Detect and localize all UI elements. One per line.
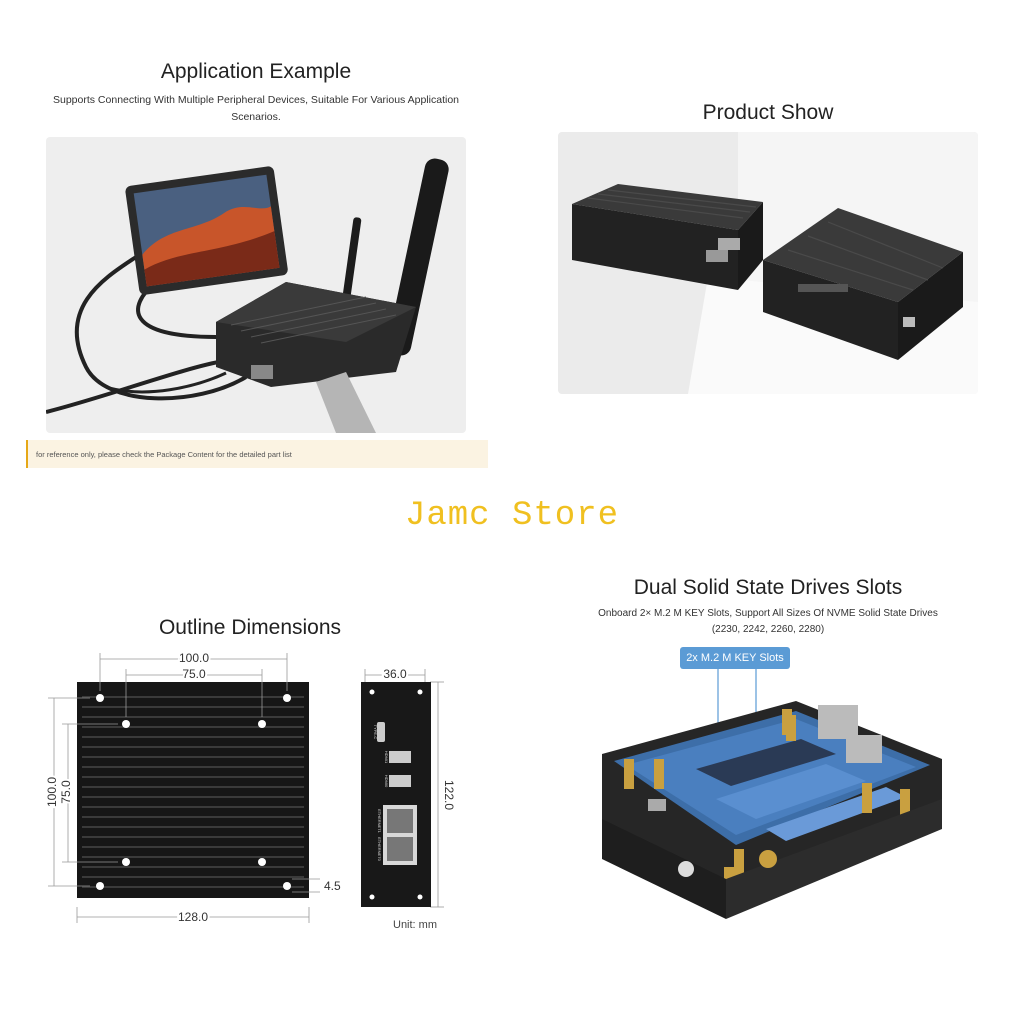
dim-height-outer: 100.0	[45, 777, 59, 807]
ssd-callout: 2x M.2 M KEY Slots	[680, 647, 790, 669]
product-show-photo	[558, 132, 978, 394]
app-example-photo	[46, 137, 466, 433]
app-example-note-bar: for reference only, please check the Pac…	[26, 440, 488, 468]
ssd-photo	[602, 669, 942, 919]
app-example-subtitle: Supports Connecting With Multiple Periph…	[16, 92, 496, 126]
port-label-hdmi0: HDMI0	[384, 775, 389, 788]
ssd-subtitle-line1: Onboard 2× M.2 M KEY Slots, Support All …	[598, 608, 938, 619]
product-show-title: Product Show	[702, 101, 834, 124]
port-label-ethernet0: ETHERNET0	[377, 837, 382, 862]
dim-side-width: 36.0	[383, 667, 407, 681]
dim-height-inner: 75.0	[59, 780, 73, 804]
app-example-subtitle-line2: Scenarios.	[231, 111, 281, 123]
dim-width-inner: 75.0	[182, 667, 206, 681]
app-example-subtitle-line1: Supports Connecting With Multiple Periph…	[52, 94, 459, 106]
dim-length: 128.0	[178, 910, 208, 924]
outline-title: Outline Dimensions	[158, 616, 342, 639]
ssd-subtitle-line2: (2230, 2242, 2260, 2280)	[711, 624, 825, 635]
ssd-subtitle: Onboard 2× M.2 M KEY Slots, Support All …	[548, 606, 988, 638]
ssd-title: Dual Solid State Drives Slots	[633, 576, 903, 599]
port-label-typec: TYPE-C	[373, 725, 378, 740]
dim-side-height: 122.0	[442, 780, 456, 810]
store-watermark: Jamc Store	[404, 497, 620, 535]
ssd-callout-label: 2x M.2 M KEY Slots	[686, 652, 784, 664]
app-example-title: Application Example	[160, 60, 352, 83]
outline-drawing: 100.0 75.0 100.0 75.0 128.0 4.5 36.0 122…	[43, 649, 458, 931]
dim-width-outer: 100.0	[179, 651, 209, 665]
app-example-note: for reference only, please check the Pac…	[36, 450, 292, 459]
unit-label: Unit: mm	[393, 919, 437, 931]
port-label-hdmi1: HDMI1	[384, 751, 389, 764]
port-label-ethernet1: ETHERNET1	[377, 809, 382, 834]
dim-offset: 4.5	[324, 879, 341, 893]
